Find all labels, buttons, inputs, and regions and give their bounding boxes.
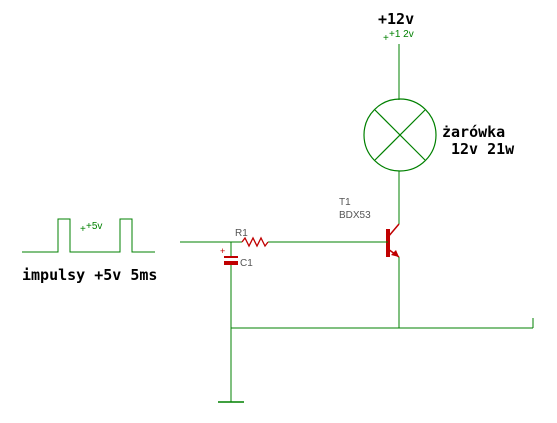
capacitor-designator: C1	[240, 258, 253, 269]
lamp-name: żarówka	[442, 123, 505, 141]
lamp-rating: 12v 21w	[451, 140, 515, 158]
pulse-net-label: +5v	[86, 221, 102, 232]
resistor-symbol	[241, 236, 269, 248]
transistor-symbol	[386, 223, 400, 258]
supply-net-plus: +	[383, 33, 389, 44]
resistor-designator: R1	[235, 228, 248, 239]
transistor-part: BDX53	[339, 210, 371, 221]
supply-net-label: +1 2v	[389, 29, 414, 40]
pulse-waveform	[22, 218, 155, 253]
pulse-caption: impulsy +5v 5ms	[22, 266, 157, 284]
lamp-symbol	[363, 98, 437, 172]
pulse-net-plus: +	[80, 224, 86, 235]
supply-label: +12v	[378, 10, 414, 28]
transistor-designator: T1	[339, 197, 351, 208]
capacitor-symbol	[224, 256, 238, 265]
capacitor-polarity: +	[220, 246, 225, 256]
